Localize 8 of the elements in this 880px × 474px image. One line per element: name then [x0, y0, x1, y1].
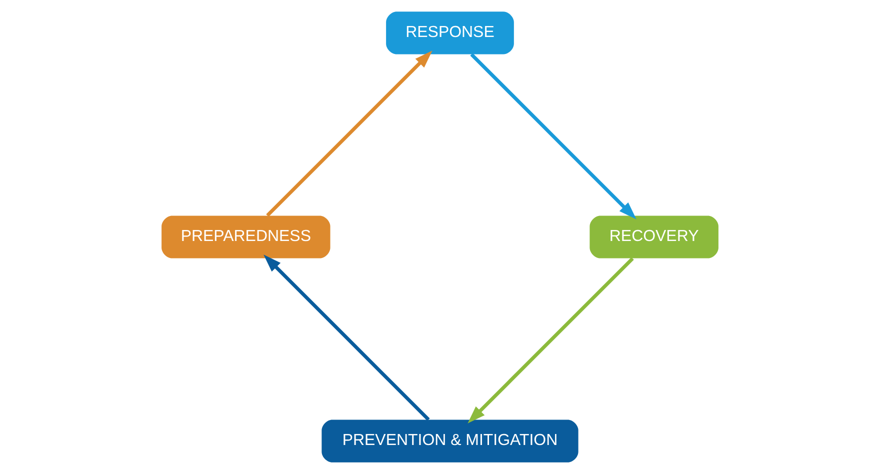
node-box: PREVENTION & MITIGATION	[322, 420, 578, 462]
arrow	[264, 254, 430, 421]
arrow	[266, 50, 432, 217]
arrow	[468, 257, 634, 424]
node-box: RESPONSE	[386, 12, 514, 54]
node-box: RECOVERY	[590, 216, 718, 258]
arrow	[470, 53, 636, 220]
node-box: PREPAREDNESS	[162, 216, 330, 258]
